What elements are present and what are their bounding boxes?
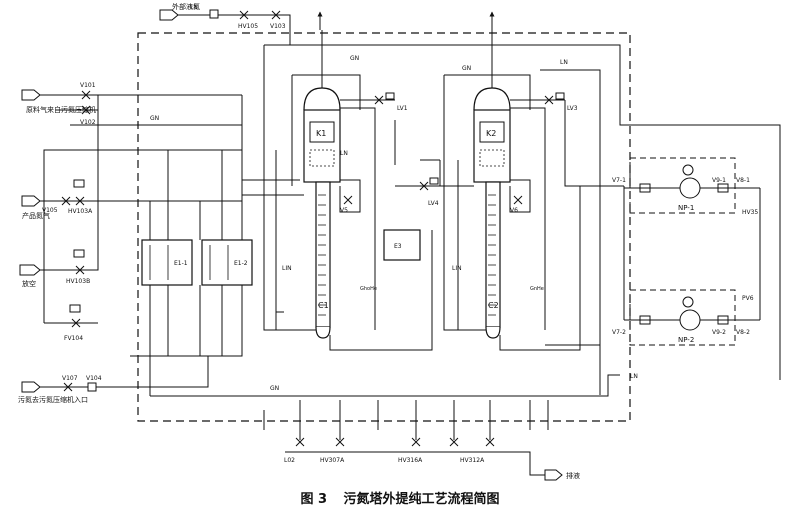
line-label-gn-3: GN (462, 65, 471, 72)
valve-lv3: LV3 (567, 105, 578, 112)
figure-caption: 图 3 污氮塔外提纯工艺流程简图 (0, 488, 800, 507)
line-label-ln-1: LN (340, 150, 348, 157)
cold-box-piping (242, 44, 781, 481)
valve-hv103b: HV103B (66, 278, 90, 285)
valve-v9-1: V9-1 (712, 177, 726, 184)
valve-v105: V105 (42, 207, 58, 214)
valve-v103: V103 (270, 23, 286, 30)
column-c2 (473, 30, 511, 339)
line-label-gn-4: GN (270, 385, 279, 392)
valve-pv6: PV6 (742, 295, 754, 302)
valve-v9-2: V9-2 (712, 329, 726, 336)
external-ln-line (159, 9, 291, 45)
valve-v7-1: V7-1 (612, 177, 626, 184)
cold-box-boundary (137, 32, 631, 422)
heat-exchanger-e1-label: E1-1 (174, 260, 188, 267)
valve-hv312a: HV312A (460, 457, 485, 464)
stream-vent: 放空 (22, 279, 36, 288)
valve-v101: V101 (80, 82, 96, 89)
left-valves (61, 90, 97, 392)
process-flow-diagram: 原料气来自污氮压缩机 产品氮气 放空 污氮去污氮压缩机入口 V101 V102 … (18, 2, 781, 481)
stream-drain: 排液 (566, 471, 580, 480)
valve-v7-2: V7-2 (612, 329, 626, 336)
pump-np2-label: NP-2 (678, 336, 694, 344)
stream-external: 外部液氮 (172, 2, 200, 11)
condenser-k1-label: K1 (316, 129, 326, 138)
line-label-gnhe: GnHe (530, 286, 544, 292)
internal-valves (343, 92, 565, 205)
line-label-ln-3: LN (630, 373, 638, 380)
heat-exchanger-e3 (383, 229, 421, 261)
stream-return: 污氮去污氮压缩机入口 (18, 395, 88, 404)
heat-exchanger-e3-label: E3 (394, 243, 402, 250)
heat-exchanger-e2 (201, 239, 253, 286)
figure-title: 污氮塔外提纯工艺流程简图 (343, 492, 500, 507)
valve-fv104: FV104 (64, 335, 83, 342)
valve-lv4: LV4 (428, 200, 439, 207)
inlet-outlet-streams (19, 89, 620, 397)
pump-np1 (624, 157, 760, 214)
stream-raw-feed: 原料气来自污氮压缩机 (26, 105, 96, 114)
valve-v107: V107 (62, 375, 78, 382)
line-label-ln-2: LN (560, 59, 568, 66)
line-label-ghohe: GhoHe (360, 286, 377, 292)
valve-hv105: HV105 (238, 23, 258, 30)
figure-number: 图 3 (300, 492, 328, 507)
column-c1-label: C1 (318, 301, 329, 310)
line-label-gn-1: GN (350, 55, 359, 62)
line-label-lin-2: LIN (452, 265, 462, 272)
valve-v6: V6 (510, 207, 518, 214)
pump-np2 (624, 289, 760, 346)
valve-v8-1: V8-1 (736, 177, 750, 184)
valve-hv316a: HV316A (398, 457, 423, 464)
condenser-k2-label: K2 (486, 129, 496, 138)
valve-hv307a: HV307A (320, 457, 345, 464)
pump-header (623, 186, 761, 320)
valve-lv1: LV1 (397, 105, 408, 112)
valve-l02: L02 (284, 457, 295, 464)
line-label-gn-2: GN (150, 115, 159, 122)
valve-v104: V104 (86, 375, 102, 382)
valve-v8-2: V8-2 (736, 329, 750, 336)
column-c1 (303, 30, 341, 339)
valve-hv103a: HV103A (68, 208, 93, 215)
heat-exchanger-e1 (141, 239, 193, 286)
valve-v102: V102 (80, 119, 96, 126)
heat-exchanger-e2-label: E1-2 (234, 260, 248, 267)
line-ln-top: LN (190, 4, 198, 11)
stream-product: 产品氮气 (22, 211, 50, 220)
column-c2-label: C2 (488, 301, 499, 310)
drain-valves (295, 437, 495, 447)
pump-np1-label: NP-1 (678, 204, 694, 212)
valve-v5: V5 (340, 207, 348, 214)
valve-hv35: HV35 (742, 209, 758, 216)
line-label-lin-1: LIN (282, 265, 292, 272)
